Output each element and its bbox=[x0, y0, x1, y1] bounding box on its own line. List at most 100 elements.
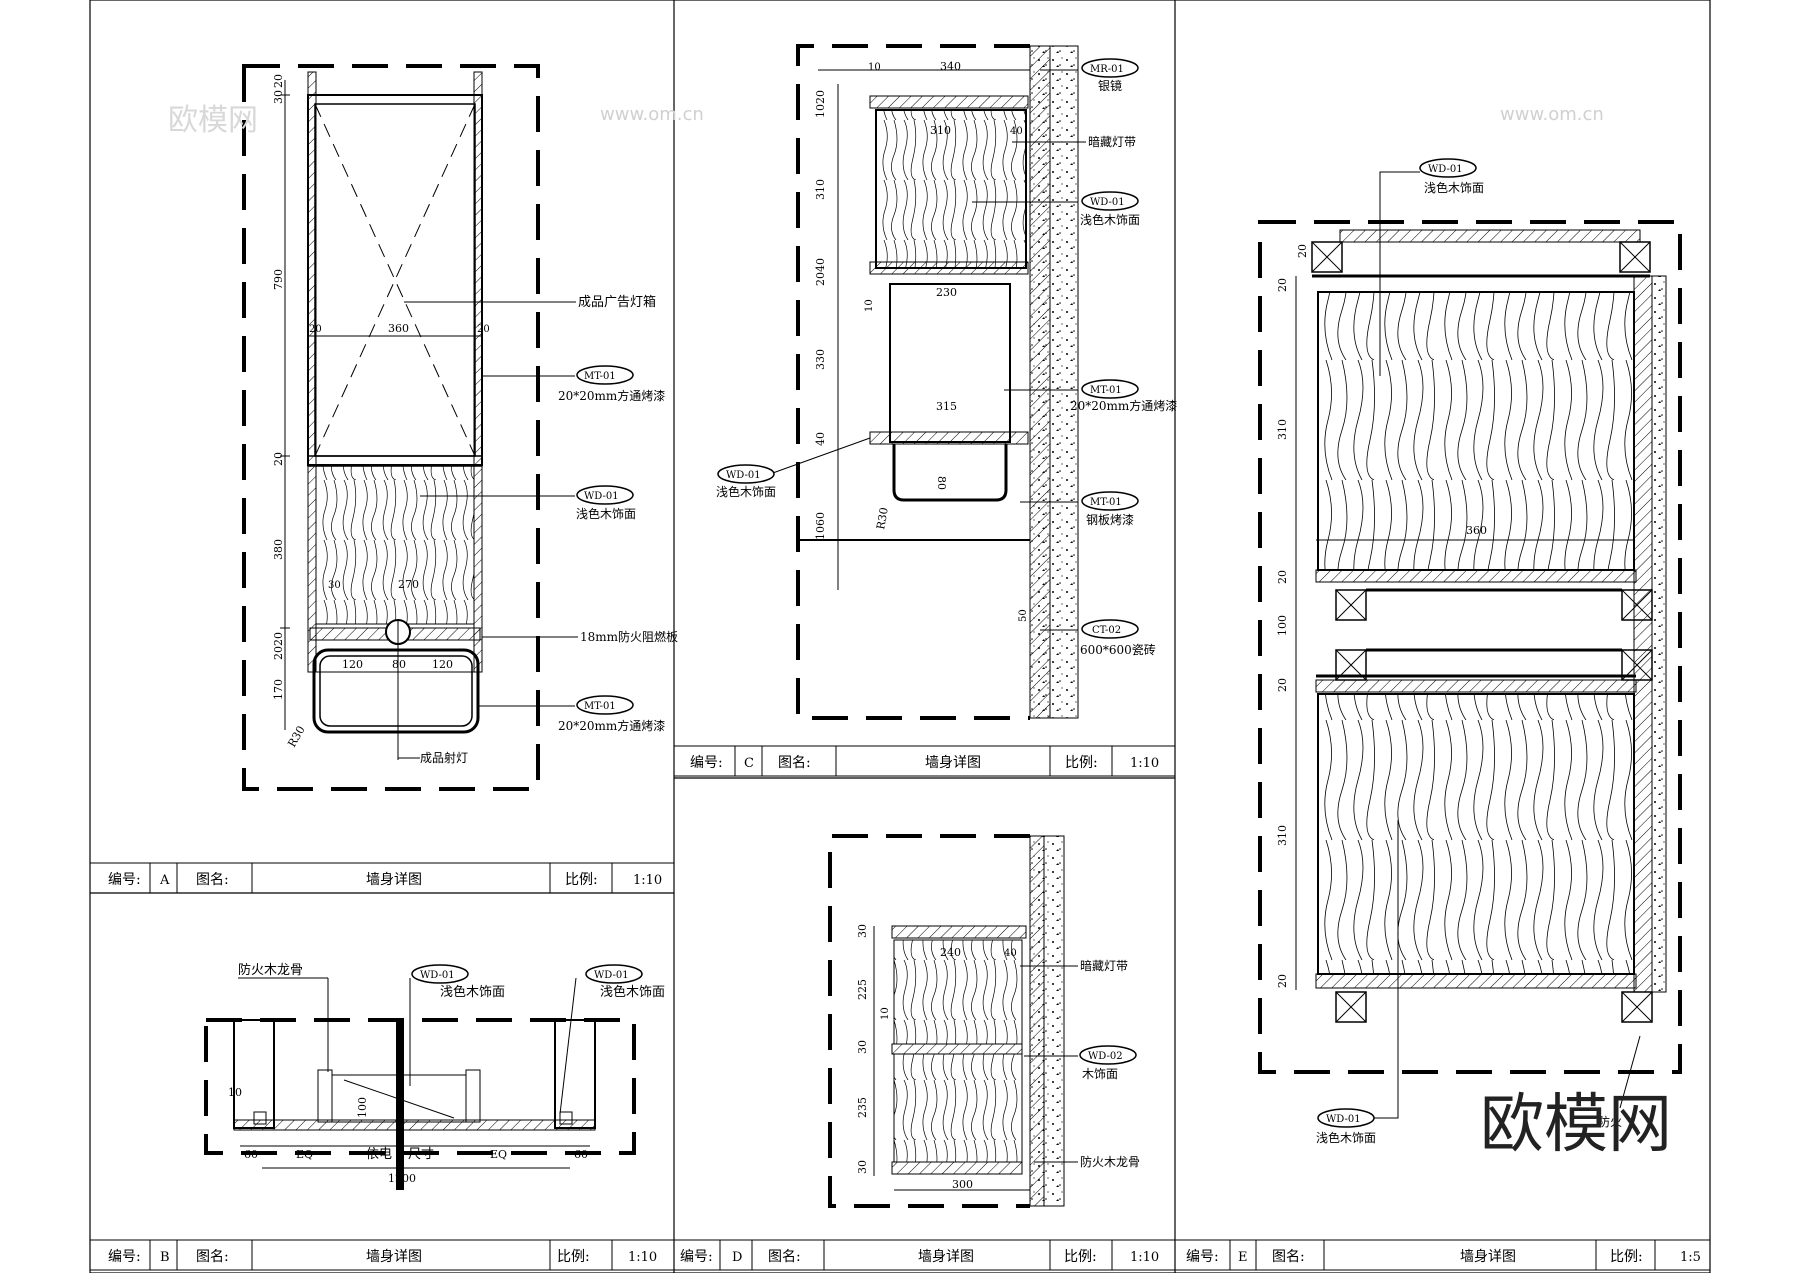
dim-c-v330: 330 bbox=[814, 349, 827, 370]
label-lightbox: 成品广告灯箱 bbox=[578, 294, 656, 310]
label-e-wood1: 浅色木饰面 bbox=[1424, 181, 1484, 195]
dim-d-v30a: 30 bbox=[856, 924, 869, 938]
dim-a-v6: 20 bbox=[272, 632, 285, 646]
panel-c-no: C bbox=[744, 756, 754, 771]
dim-e-v20e: 20 bbox=[1276, 974, 1289, 988]
label-spotlight: 成品射灯 bbox=[420, 750, 468, 765]
label-e-wood3: 防火 bbox=[1598, 1114, 1622, 1129]
tag-c-wd2: WD-01 bbox=[726, 470, 761, 481]
label-c-tube: 20*20mm方通烤漆 bbox=[1070, 398, 1177, 413]
dim-c-w315: 315 bbox=[936, 400, 957, 413]
wood-panel-a bbox=[315, 465, 475, 625]
wood-panel-d1 bbox=[893, 939, 1023, 1045]
panel-d-scale-label: 比例: bbox=[1064, 1249, 1097, 1265]
panel-a-name-label: 图名: bbox=[196, 872, 229, 888]
panel-b-no-label: 编号: bbox=[108, 1249, 141, 1265]
title-block-b: 编号: B 图名: 墙身详图 比例: 1:10 bbox=[89, 1239, 675, 1271]
dim-d-v10: 10 bbox=[880, 1007, 891, 1020]
tag-c-mt2: MT-01 bbox=[1090, 497, 1122, 508]
label-wood-a: 浅色木饰面 bbox=[576, 507, 636, 521]
panel-b-name: 墙身详图 bbox=[366, 1249, 422, 1265]
dim-e-v20b: 20 bbox=[1276, 278, 1289, 292]
label-b-keel: 防火木龙骨 bbox=[238, 962, 303, 978]
panel-e-name: 墙身详图 bbox=[1460, 1249, 1516, 1265]
label-c-mirror: 银镜 bbox=[1098, 78, 1122, 93]
tag-d-wd: WD-02 bbox=[1088, 1051, 1123, 1062]
label-d-wood: 木饰面 bbox=[1082, 1067, 1118, 1081]
dim-b-100: 100 bbox=[356, 1097, 369, 1118]
dim-b-60b: 60 bbox=[574, 1148, 588, 1161]
dim-a-v1: 20 bbox=[272, 74, 285, 88]
dim-c-v10: 10 bbox=[814, 104, 827, 118]
dim-a-w30: 30 bbox=[328, 580, 341, 591]
dim-d-v30b: 30 bbox=[856, 1040, 869, 1054]
dim-c-w10: 10 bbox=[868, 62, 881, 73]
dim-c-w80: 80 bbox=[935, 476, 948, 490]
panel-c-scale: 1:10 bbox=[1130, 756, 1159, 771]
label-c-tile: 600*600瓷砖 bbox=[1080, 642, 1156, 657]
dim-a-w120b: 120 bbox=[432, 658, 453, 671]
detail-b: 10 60 EQ 依电 尺寸 EQ 60 1200 100 防火木龙骨 WD-0… bbox=[204, 962, 665, 1190]
label-tube-1: 20*20mm方通烤漆 bbox=[558, 388, 665, 403]
label-d-keel: 防火木龙骨 bbox=[1080, 1154, 1140, 1169]
dim-a-v4: 20 bbox=[272, 452, 285, 466]
dim-a-v2: 30 bbox=[272, 90, 285, 104]
dim-e-w360: 360 bbox=[1466, 524, 1487, 537]
label-fireboard: 18mm防火阻燃板 bbox=[580, 629, 678, 644]
title-block-a: 编号: A 图名: 墙身详图 比例: 1:10 bbox=[89, 862, 675, 894]
label-d-led: 暗藏灯带 bbox=[1080, 958, 1128, 973]
detail-d: 30 225 10 30 235 30 240 40 300 暗藏灯带 WD-0… bbox=[828, 834, 1140, 1208]
panel-e-scale-label: 比例: bbox=[1610, 1249, 1643, 1265]
dim-c-v20b: 20 bbox=[814, 272, 827, 286]
label-c-wood: 浅色木饰面 bbox=[1080, 213, 1140, 227]
panel-a-scale: 1:10 bbox=[633, 873, 662, 888]
label-c-led: 暗藏灯带 bbox=[1088, 134, 1136, 149]
panel-c-no-label: 编号: bbox=[690, 755, 723, 771]
detail-a-boundary bbox=[242, 64, 540, 791]
tag-c-ct: CT-02 bbox=[1092, 625, 1121, 636]
label-c-wood2: 浅色木饰面 bbox=[716, 485, 776, 499]
dim-e-v20d: 20 bbox=[1276, 678, 1289, 692]
watermarks: 欧模网 www.om.cn www.om.cn 欧模网 bbox=[168, 103, 1672, 1162]
panel-e-no: E bbox=[1238, 1250, 1248, 1265]
dim-b-total: 1200 bbox=[388, 1172, 416, 1185]
panel-c-scale-label: 比例: bbox=[1065, 755, 1098, 771]
panel-d-scale: 1:10 bbox=[1130, 1250, 1159, 1265]
detail-c: 340 10 310 40 230 315 80 R30 20 10 310 4… bbox=[716, 44, 1177, 720]
panel-e-name-label: 图名: bbox=[1272, 1249, 1305, 1265]
wood-panel-e2 bbox=[1317, 693, 1635, 975]
dim-a-v5: 380 bbox=[272, 539, 285, 560]
panel-a-no: A bbox=[159, 873, 170, 888]
dim-d-w300: 300 bbox=[952, 1178, 973, 1191]
tag-b-wd2: WD-01 bbox=[594, 970, 629, 981]
label-e-wood2: 浅色木饰面 bbox=[1316, 1131, 1376, 1145]
label-c-steel: 钢板烤漆 bbox=[1086, 512, 1134, 527]
label-b-wood1: 浅色木饰面 bbox=[440, 984, 505, 1000]
dim-c-v40: 40 bbox=[814, 258, 827, 272]
dim-a-w270: 270 bbox=[398, 578, 419, 591]
dim-a-r30: R30 bbox=[285, 724, 307, 750]
panel-a-name: 墙身详图 bbox=[366, 872, 422, 888]
title-block-e: 编号: E 图名: 墙身详图 比例: 1:5 bbox=[1174, 1239, 1711, 1271]
dim-d-w40: 40 bbox=[1004, 948, 1017, 959]
dim-a-w20a: 20 bbox=[309, 324, 322, 335]
detail-e: 360 20 20 310 20 100 20 310 20 WD-01 浅色木… bbox=[1258, 158, 1682, 1145]
dim-e-v310a: 310 bbox=[1276, 419, 1289, 440]
panel-e-no-label: 编号: bbox=[1186, 1249, 1219, 1265]
dim-e-v20a: 20 bbox=[1296, 244, 1309, 258]
label-b-size: 尺寸 bbox=[408, 1147, 434, 1162]
dim-b-eq1: EQ bbox=[296, 1148, 313, 1161]
dim-c-w340: 340 bbox=[940, 60, 961, 73]
dim-d-w240: 240 bbox=[940, 946, 961, 959]
dim-c-w40: 40 bbox=[1010, 126, 1023, 137]
tag-a-mt2: MT-01 bbox=[584, 701, 616, 712]
dim-a-v3: 790 bbox=[272, 269, 285, 290]
panel-d-name-label: 图名: bbox=[768, 1249, 801, 1265]
label-b-wood2: 浅色木饰面 bbox=[600, 984, 665, 1000]
dim-c-v1060: 1060 bbox=[814, 512, 827, 540]
dim-a-v8: 170 bbox=[272, 679, 285, 700]
dim-d-v225: 225 bbox=[856, 979, 869, 1000]
panel-c-name: 墙身详图 bbox=[925, 755, 981, 771]
dim-b-60a: 60 bbox=[244, 1148, 258, 1161]
